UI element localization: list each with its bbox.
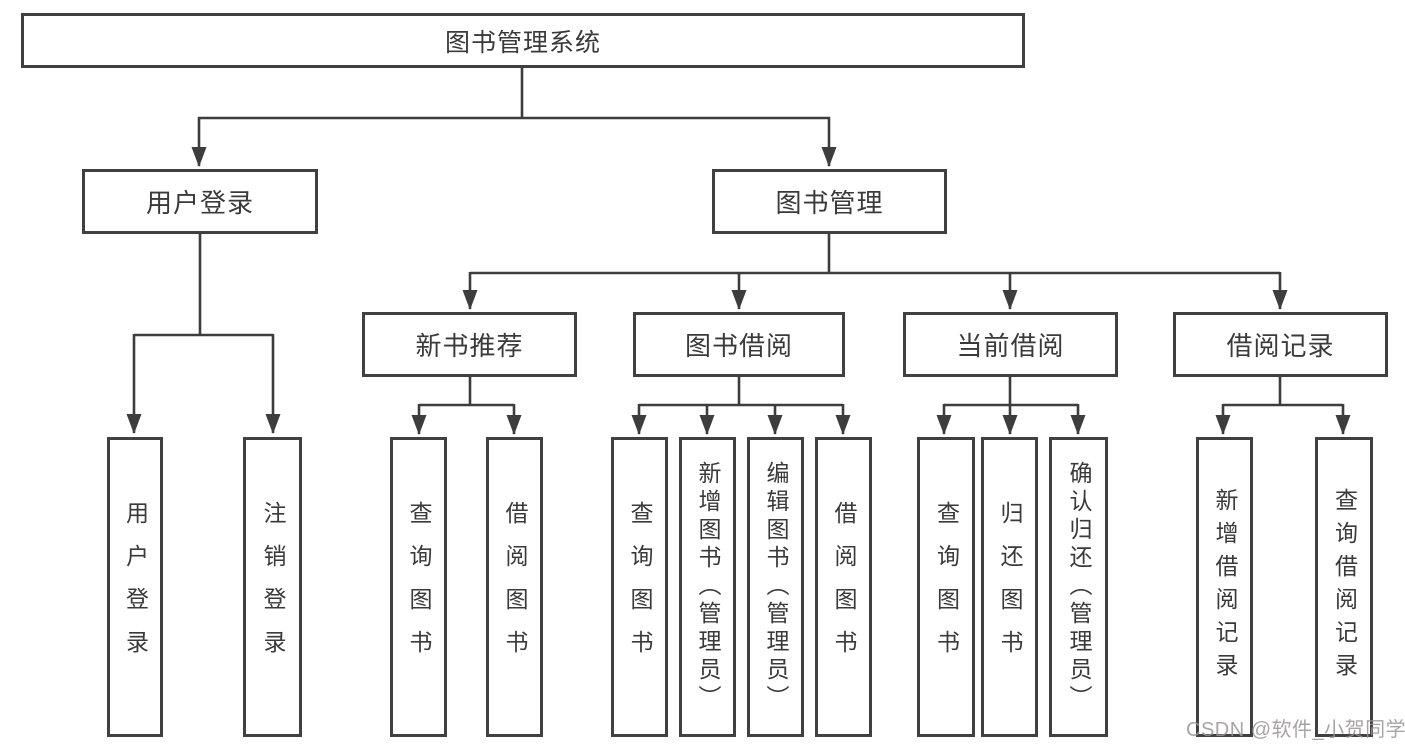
node-user-login: 用户登录 [82, 169, 318, 234]
leaf-query-books-borrow: 查询图书 [611, 437, 668, 737]
node-new-book-recommend: 新书推荐 [362, 312, 577, 377]
node-label: 当前借阅 [956, 331, 1065, 361]
leaf-user-login: 用户登录 [107, 437, 163, 737]
leaf-query-books-recommend: 查询图书 [390, 437, 447, 737]
leaf-add-books-admin: 新增图书（管理员） [679, 437, 736, 737]
node-label: 借阅图书 [831, 501, 857, 673]
node-label: 用户登录 [145, 188, 254, 218]
leaf-query-borrow-record: 查询借阅记录 [1315, 437, 1373, 737]
leaf-logout: 注销登录 [243, 437, 302, 737]
node-label: 查询图书 [627, 501, 653, 673]
watermark: CSDN @软件_小贺同学 [1186, 719, 1405, 741]
leaf-edit-books-admin: 编辑图书（管理员） [747, 437, 804, 737]
node-label: 图书借阅 [684, 331, 793, 361]
leaf-query-books-current: 查询图书 [917, 437, 975, 737]
node-label: 图书管理 [775, 188, 884, 218]
leaf-borrow-books-recommend: 借阅图书 [486, 437, 543, 737]
node-label: 借阅记录 [1226, 331, 1335, 361]
node-label: 查询图书 [406, 501, 432, 673]
node-label: 图书管理系统 [444, 28, 601, 57]
node-book-management: 图书管理 [712, 169, 947, 234]
node-current-borrow: 当前借阅 [903, 312, 1118, 377]
leaf-return-books: 归还图书 [981, 437, 1038, 737]
node-label: 查询借阅记录 [1331, 488, 1358, 686]
node-label: 归还图书 [997, 501, 1023, 673]
node-label: 新书推荐 [415, 331, 524, 361]
node-label: 注销登录 [260, 501, 286, 673]
node-label: 新增借阅记录 [1212, 488, 1238, 686]
node-label: 新增图书（管理员） [695, 461, 721, 713]
node-root: 图书管理系统 [21, 13, 1025, 68]
node-book-borrow: 图书借阅 [633, 312, 845, 377]
node-label: 查询图书 [933, 501, 960, 673]
node-label: 借阅图书 [502, 501, 528, 673]
leaf-add-borrow-record: 新增借阅记录 [1196, 437, 1253, 737]
leaf-borrow-books-borrow: 借阅图书 [815, 437, 872, 737]
node-borrow-records: 借阅记录 [1173, 312, 1388, 377]
leaf-confirm-return-admin: 确认归还（管理员） [1049, 437, 1108, 737]
node-label: 用户登录 [122, 501, 149, 673]
node-label: 编辑图书（管理员） [763, 461, 789, 713]
node-label: 确认归还（管理员） [1066, 461, 1092, 713]
